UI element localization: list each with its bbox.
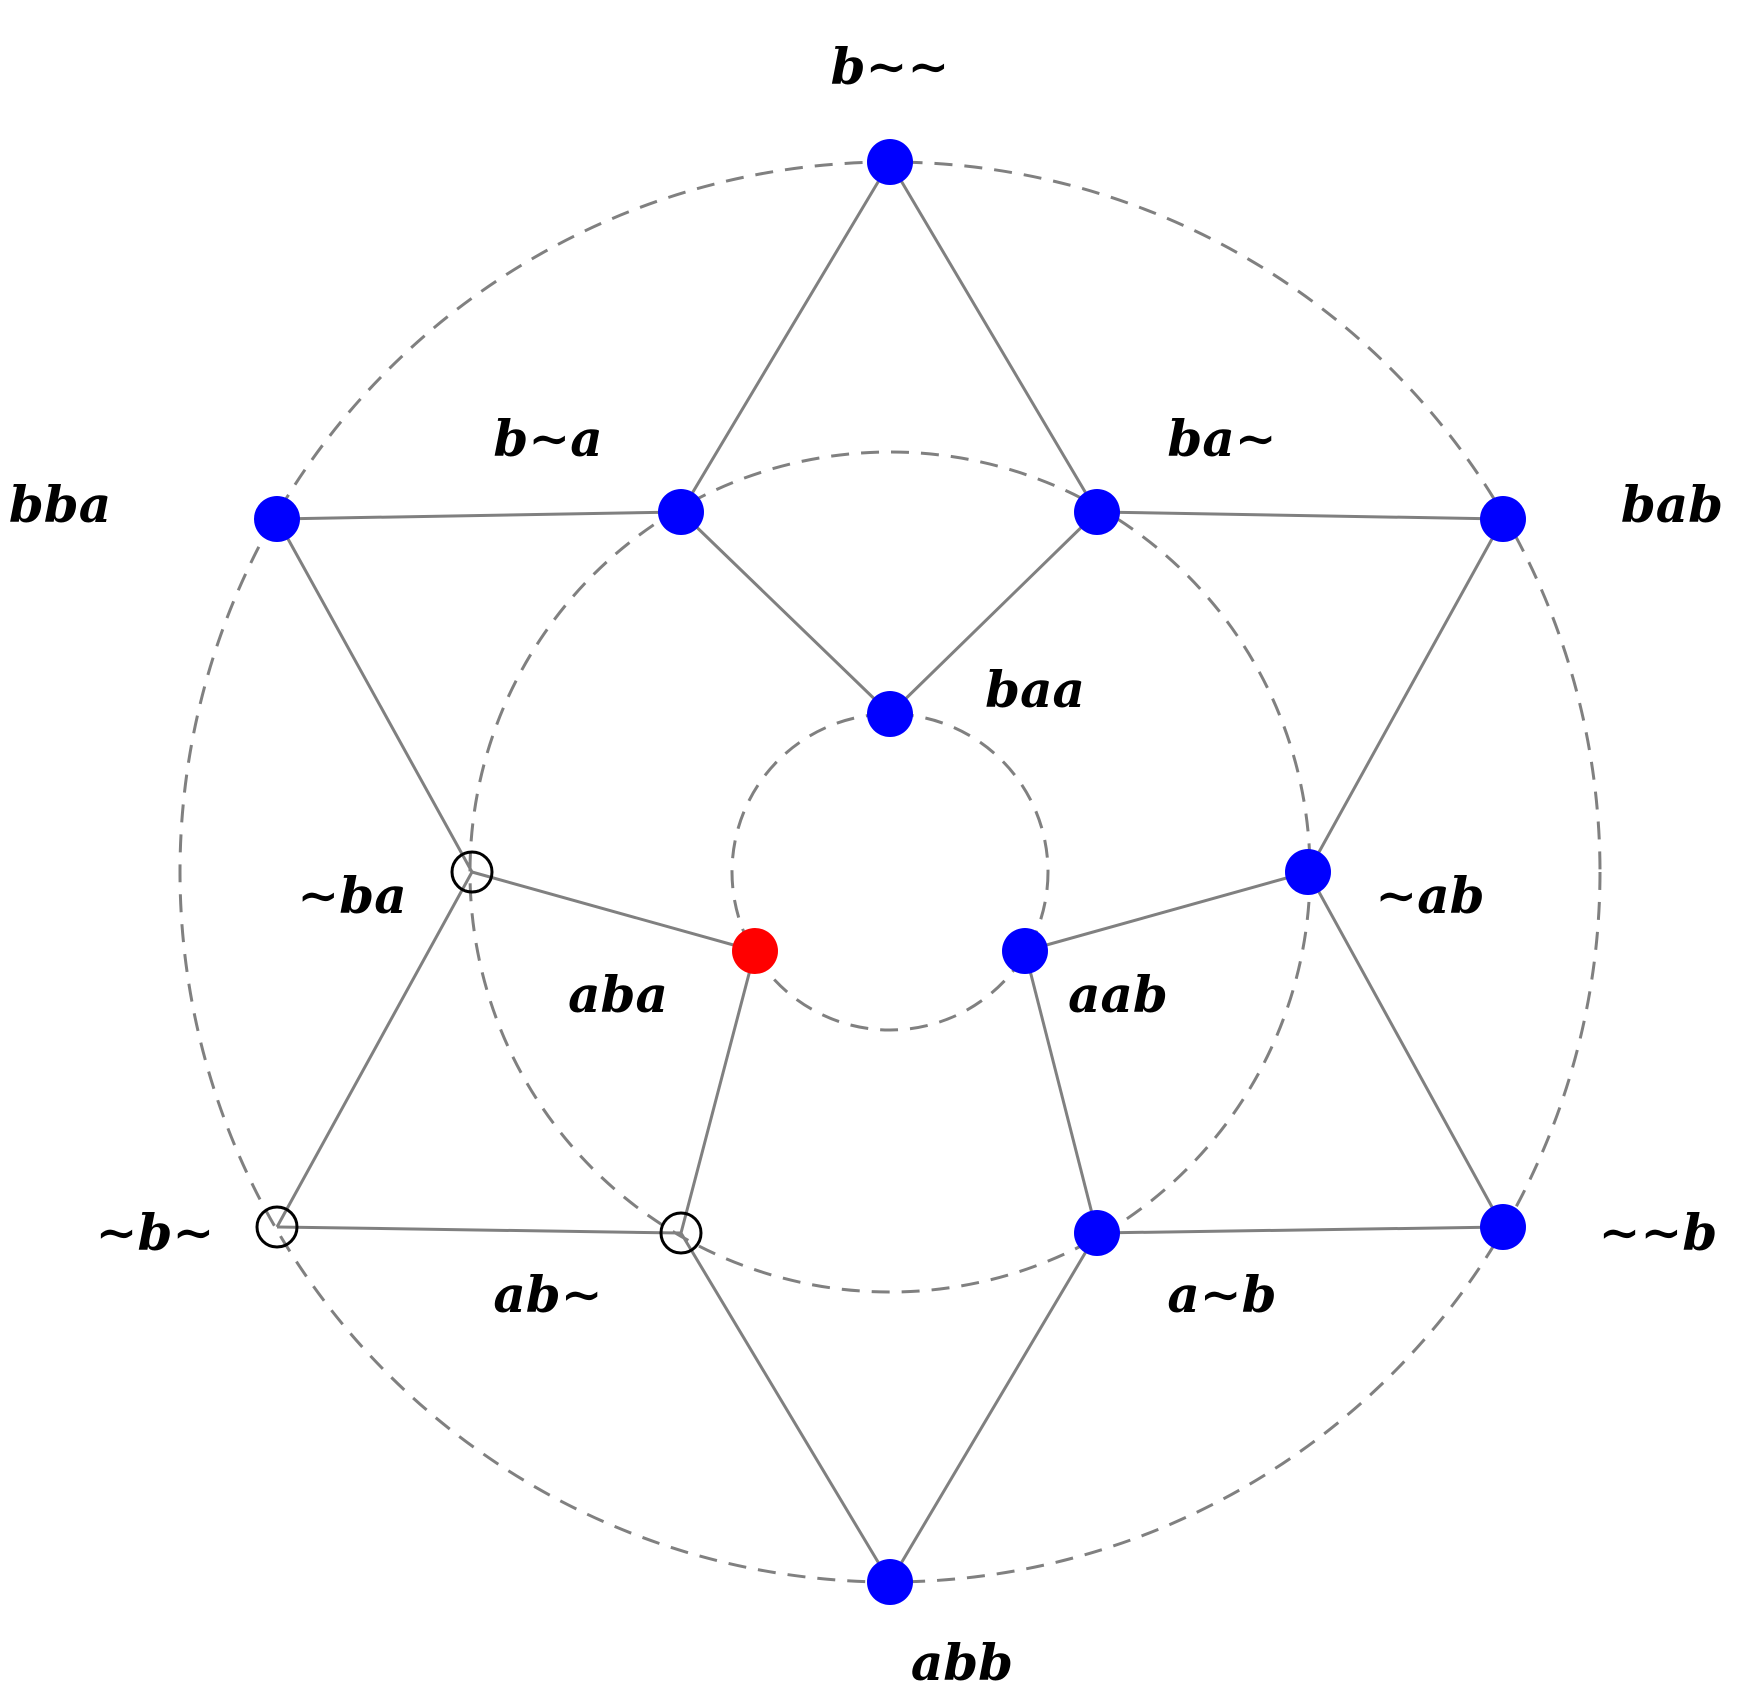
edges [275, 161, 1505, 1583]
node-~ab [1285, 849, 1331, 895]
node-label-baa: baa [985, 660, 1085, 719]
node-b~a [658, 489, 704, 535]
node-label-aab: aab [1068, 965, 1168, 1024]
node-label-abb: abb [911, 1633, 1013, 1692]
edge-b~~-b~a [679, 161, 892, 513]
node-abb [867, 1559, 913, 1605]
node-label-~~b: ∼∼b [1599, 1203, 1718, 1262]
edge-bab-~ab [1306, 518, 1505, 873]
node-aab [1002, 928, 1048, 974]
edge-aba-ab~ [679, 950, 757, 1234]
edge-~ba-~b~ [275, 871, 474, 1228]
edge-~ab-~~b [1306, 871, 1505, 1228]
node-label-b~~: b∼∼ [831, 37, 950, 96]
edge-a~b-~~b [1096, 1225, 1504, 1235]
node-baa [867, 691, 913, 737]
edge-ab~-abb [679, 1232, 892, 1583]
edge-ba~-baa [888, 510, 1099, 716]
node-ab~ [659, 1211, 703, 1255]
node-~ba [450, 850, 494, 894]
node-label-bba: bba [9, 475, 111, 534]
node-aba [732, 928, 778, 974]
edge-~ba-aba [471, 870, 756, 953]
node-label-~b~: ∼b∼ [96, 1203, 215, 1262]
edge-~b~-ab~ [276, 1225, 682, 1235]
edge-bba-~ba [275, 518, 474, 873]
node-label-ba~: ba∼ [1167, 409, 1276, 468]
node-bab [1480, 496, 1526, 542]
edge-ba~-bab [1096, 510, 1504, 521]
edge-b~~-ba~ [888, 161, 1099, 513]
node-b~~ [867, 139, 913, 185]
node-~b~ [255, 1205, 299, 1249]
node-label-bab: bab [1621, 475, 1723, 534]
node-label-~ab: ∼ab [1375, 866, 1484, 925]
node-a~b [1074, 1210, 1120, 1256]
node-label-ab~: ab∼ [493, 1265, 602, 1324]
inner-ring [730, 712, 1050, 1032]
node-label-~ba: ∼ba [297, 866, 406, 925]
node-bba [254, 496, 300, 542]
node-label-aba: aba [568, 965, 668, 1024]
edge-a~b-abb [888, 1232, 1099, 1583]
nodes [254, 139, 1526, 1605]
node-label-b~a: b∼a [493, 409, 602, 468]
node-labels: b∼∼ b∼a ba∼ bba bab baa ∼ba ∼ab aba aab ∼b∼ ab∼ a∼b ∼… [9, 37, 1723, 1692]
edge-~ab-aab [1024, 870, 1309, 953]
node-~~b [1480, 1204, 1526, 1250]
edge-aab-a~b [1023, 950, 1099, 1234]
middle-ring [468, 450, 1312, 1294]
node-ba~ [1074, 489, 1120, 535]
edge-bba-b~a [276, 510, 682, 521]
edge-b~a-baa [679, 510, 892, 716]
node-label-a~b: a∼b [1167, 1265, 1276, 1324]
